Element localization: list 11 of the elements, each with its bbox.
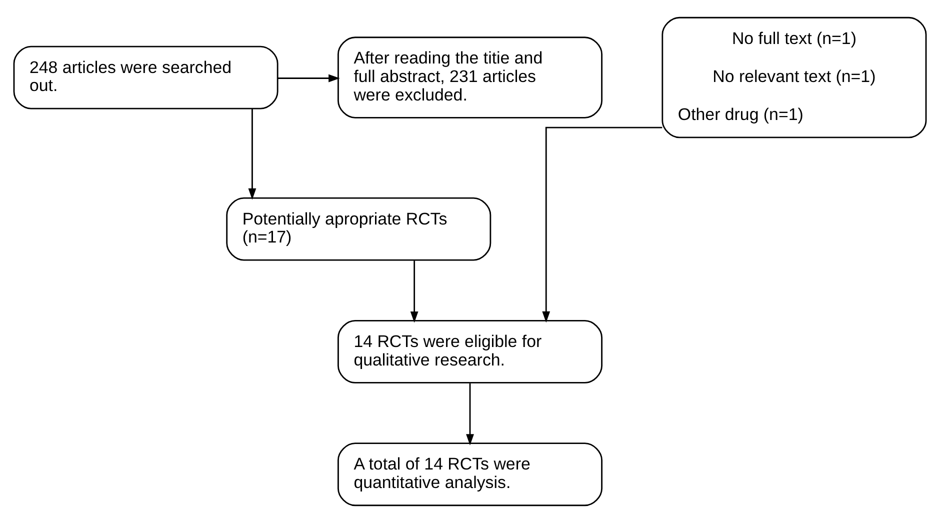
arrow <box>466 383 474 446</box>
arrow <box>410 260 418 323</box>
node-box: 14 RCTs were eligible for qualitative research. <box>338 320 602 384</box>
node-box: Potentially apropriate RCTs (n=17) <box>226 197 492 261</box>
node-box: A total of 14 RCTs were quantitative analysis. <box>338 442 602 506</box>
node-box: After reading the titie and full abstract, 231 articles were excluded. <box>338 36 602 118</box>
arrow <box>278 74 340 82</box>
arrow <box>542 126 662 323</box>
node-box: 248 articles were searched out. <box>13 46 278 110</box>
node-box: No full text (n=1) No relevant text (n=1) Other drug (n=1) <box>662 16 927 138</box>
arrow <box>248 108 256 200</box>
